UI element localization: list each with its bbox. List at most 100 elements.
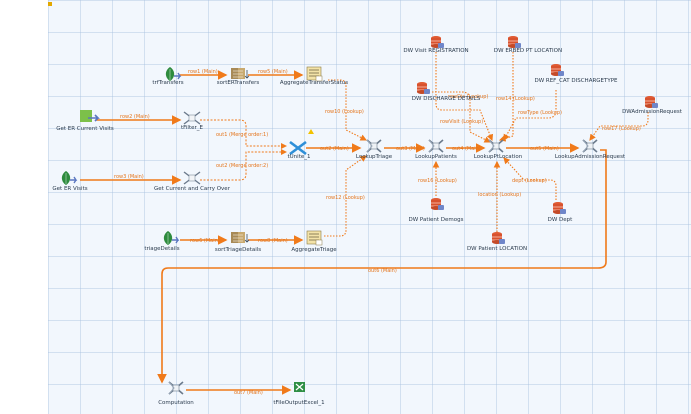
flow-label-patients-out: out4 (Main): [452, 146, 481, 152]
flow-label-visits: row3 (Main): [114, 174, 144, 180]
component-label: Get Current and Carry Over: [154, 186, 231, 192]
component-filter-er[interactable]: tFilter_E: [181, 111, 204, 131]
component-label: Get ER Visits: [52, 186, 87, 192]
input-leaf-icon: [165, 66, 181, 82]
flow-label-lookup-location: location (Lookup): [478, 192, 521, 198]
component-trf-transfers[interactable]: trfTransfers: [152, 66, 184, 86]
component-triage-details[interactable]: triageDetails: [144, 230, 180, 252]
input-leaf-icon: [163, 230, 179, 246]
component-file-output-excel[interactable]: tFileOutputExcel_1: [273, 382, 325, 406]
component-label: LookupPatients: [415, 154, 457, 160]
component-dw-patient-demogs[interactable]: DW Patient Demogs: [408, 197, 464, 223]
component-label: LookupTriage: [356, 154, 393, 160]
component-aggregate-triage[interactable]: AggregateTriage: [291, 230, 337, 253]
database-icon: [491, 231, 506, 245]
flow-label-lookup-demog: row16 (Lookup): [418, 178, 457, 184]
component-label: Get ER Current Visits: [56, 126, 114, 132]
database-icon: [430, 35, 445, 49]
flow-label-computation-out: out7 (Main): [234, 390, 263, 396]
db-input-arrow-icon: [88, 114, 100, 122]
flow-lookup-transfer-link[interactable]: [328, 79, 367, 141]
aggregate-icon: [306, 230, 323, 246]
component-lookup-pt-location[interactable]: LookupPtLocation: [474, 139, 523, 160]
flow-label-lookup-dept: dept (Lookup): [512, 178, 547, 184]
component-lookup-admission-request[interactable]: LookupAdmissionRequest: [555, 139, 626, 160]
flow-main-down-link[interactable]: [157, 149, 607, 384]
flow-label-triage-out: out3 (Main): [396, 146, 425, 152]
flow-label-transfers: row1 (Main): [188, 69, 218, 75]
component-dw-admission-request[interactable]: DWAdmissionRequest: [622, 95, 683, 115]
component-dw-dept[interactable]: DW Dept: [548, 201, 574, 223]
flow-label-unite-out: out2 (Main): [320, 146, 349, 152]
flow-label-lookup-discharge: rowDis (Lookup): [448, 94, 488, 100]
component-label: triageDetails: [144, 246, 179, 252]
component-lookup-triage[interactable]: LookupTriage: [356, 139, 393, 160]
flow-lookup-discharge-link[interactable]: [432, 91, 491, 143]
sort-icon: [230, 231, 250, 244]
flow-label-lookup-refcat: rowType (Lookup): [518, 110, 562, 116]
flow-lookup-admission-link[interactable]: [589, 112, 649, 141]
flow-merge-1-link[interactable]: [200, 119, 287, 149]
component-label: DW Patient Demogs: [408, 217, 463, 223]
flow-label-merge-1: out1 (Merge order:1): [216, 132, 268, 138]
component-label: DW DISCHARGE DETAILS: [412, 96, 481, 102]
component-dw-erbed-pt-location[interactable]: DW ERBED PT LOCATION: [494, 35, 562, 54]
component-label: DW Dept: [548, 217, 574, 223]
component-label: Computation: [158, 400, 194, 406]
component-computation[interactable]: Computation: [158, 381, 194, 406]
component-label: sortERTransfers: [217, 80, 260, 86]
aggregate-icon: [306, 66, 323, 82]
component-lookup-patients[interactable]: LookupPatients: [415, 139, 457, 160]
flow-lookup-triage-link[interactable]: [324, 155, 367, 237]
database-icon: [416, 81, 431, 95]
component-get-current-and-carry-over[interactable]: Get Current and Carry Over: [154, 171, 231, 192]
component-label: trfTransfers: [152, 80, 183, 86]
flow-lookup-refcat-link[interactable]: [503, 90, 557, 141]
flow-label-lookup-erbed: row14 (Lookup): [496, 96, 535, 102]
tmap-icon: [488, 139, 504, 153]
component-label: DWAdmissionRequest: [622, 109, 683, 115]
component-dw-patient-location[interactable]: DW Patient LOCATION: [467, 231, 527, 252]
filter-icon: [183, 171, 201, 185]
flow-merge-2-link[interactable]: [200, 149, 287, 181]
database-icon: [430, 197, 445, 211]
flow-lookup-visit-link[interactable]: [435, 52, 494, 142]
unite-icon: [289, 140, 307, 156]
input-leaf-icon: [61, 170, 77, 186]
component-dw-visit-registration[interactable]: DW Visit REGISTRATION: [403, 35, 469, 54]
component-get-er-visits[interactable]: Get ER Visits: [52, 170, 88, 192]
component-label: tFilter_E: [181, 125, 204, 131]
canvas-margin: [0, 0, 48, 414]
sort-icon: [230, 67, 250, 80]
flow-label-sort-transfers: row5 (Main): [258, 69, 288, 75]
component-aggregate-transfer-status[interactable]: AggregateTransferStatus: [280, 66, 348, 86]
component-dw-discharge-details[interactable]: DW DISCHARGE DETAILS: [412, 81, 481, 102]
component-get-er-current-visits[interactable]: Get ER Current Visits: [56, 110, 114, 132]
merge-flows: [200, 119, 287, 181]
database-icon: [552, 201, 567, 215]
component-sort-er-transfers[interactable]: sortERTransfers: [217, 67, 260, 86]
tmap-icon: [168, 381, 184, 395]
main-flows: [80, 70, 607, 395]
excel-mark-icon: [295, 383, 304, 391]
database-icon: [507, 35, 522, 49]
flow-lookup-dept-link[interactable]: [503, 157, 557, 200]
flow-label-lookup-visit: rowVisit (Lookup): [440, 119, 483, 125]
flow-labels: row1 (Main) row5 (Main) row2 (Main) row3…: [114, 69, 641, 396]
component-label: sortTriageDetails: [215, 247, 261, 253]
component-unite[interactable]: tUnite_1: [288, 129, 315, 160]
flow-label-current-visits: row2 (Main): [120, 114, 150, 120]
canvas-grid: [48, 0, 691, 414]
component-label: LookupPtLocation: [474, 154, 523, 160]
component-dw-ref-cat[interactable]: DW REF_CAT DISCHARGETYPE: [534, 63, 618, 84]
component-sort-triage-details[interactable]: sortTriageDetails: [215, 231, 261, 253]
flow-label-triage-details: row6 (Main): [190, 238, 220, 244]
warning-icon: [308, 129, 314, 134]
component-label: DW Patient LOCATION: [467, 246, 527, 252]
flow-label-merge-2: out2 (Merge order:2): [216, 163, 268, 169]
component-label: AggregateTriage: [291, 247, 337, 253]
component-label: DW Visit REGISTRATION: [403, 48, 468, 54]
database-icon: [644, 95, 659, 109]
